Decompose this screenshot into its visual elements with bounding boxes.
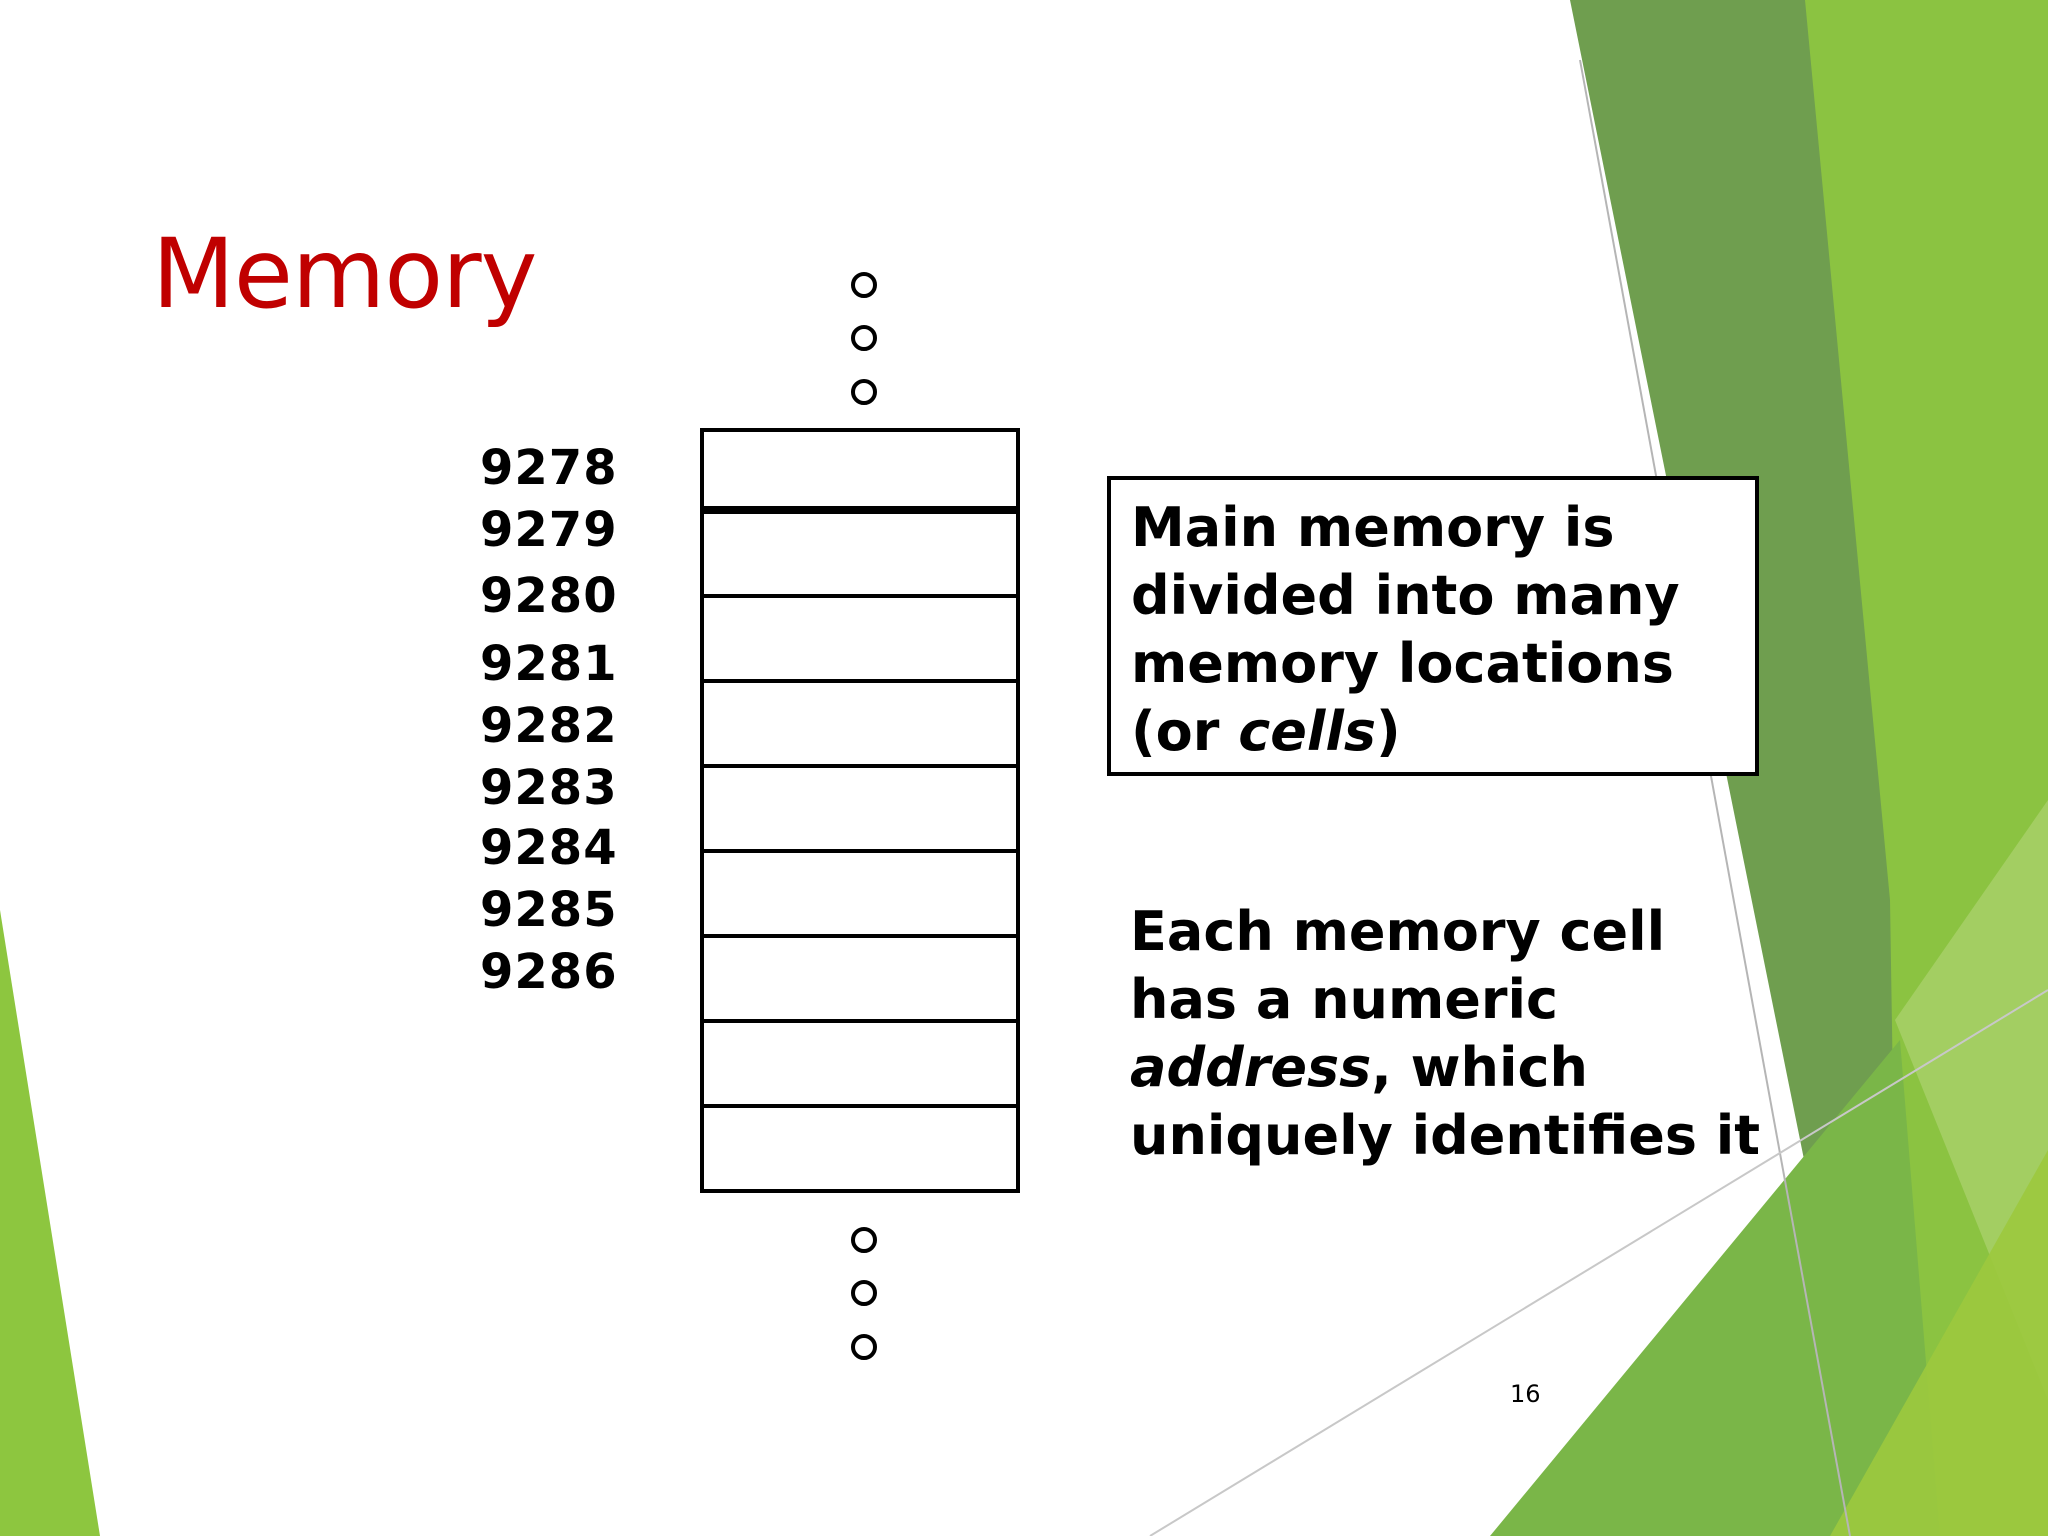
address-label: 9278	[480, 440, 618, 496]
decor-line-diagonal	[1149, 989, 2048, 1536]
callout-box: Main memory is divided into many memory …	[1107, 476, 1759, 776]
address-label: 9281	[480, 636, 618, 692]
memory-cell	[700, 1019, 1020, 1108]
ellipsis-dot	[851, 1227, 877, 1253]
callout-text: Main memory is divided into many memory …	[1131, 496, 1680, 763]
address-label: 9283	[480, 760, 618, 816]
memory-cell	[700, 849, 1020, 938]
decor-shape-left-green	[0, 910, 100, 1536]
memory-cell	[700, 594, 1020, 683]
ellipsis-dot	[851, 272, 877, 298]
memory-cell	[700, 1104, 1020, 1193]
description-text-end: , which uniquely identifies it	[1130, 1036, 1761, 1167]
address-label: 9282	[480, 698, 618, 754]
description-text-start: Each memory cell has a numeric	[1130, 900, 1666, 1031]
page-number: 16	[1510, 1380, 1541, 1408]
address-label: 9285	[480, 882, 618, 938]
decor-line-vertical	[1579, 59, 1851, 1536]
slide-title: Memory	[152, 218, 537, 330]
address-label: 9280	[480, 568, 618, 624]
description-italic-term: address	[1130, 1036, 1372, 1099]
ellipsis-dot	[851, 325, 877, 351]
address-label: 9284	[480, 820, 618, 876]
memory-cell	[700, 428, 1020, 510]
callout-italic-term: cells	[1238, 700, 1377, 763]
decor-shape-light-green-bottom	[1830, 1150, 2048, 1536]
memory-cell	[700, 679, 1020, 768]
memory-cell	[700, 764, 1020, 853]
callout-text-end: )	[1376, 700, 1401, 763]
address-label: 9286	[480, 944, 618, 1000]
memory-cell	[700, 934, 1020, 1023]
ellipsis-dot	[851, 1334, 877, 1360]
ellipsis-dot	[851, 379, 877, 405]
description-text: Each memory cell has a numeric address, …	[1130, 898, 1790, 1170]
address-label: 9279	[480, 502, 618, 558]
memory-cell	[700, 510, 1020, 598]
ellipsis-dot	[851, 1280, 877, 1306]
